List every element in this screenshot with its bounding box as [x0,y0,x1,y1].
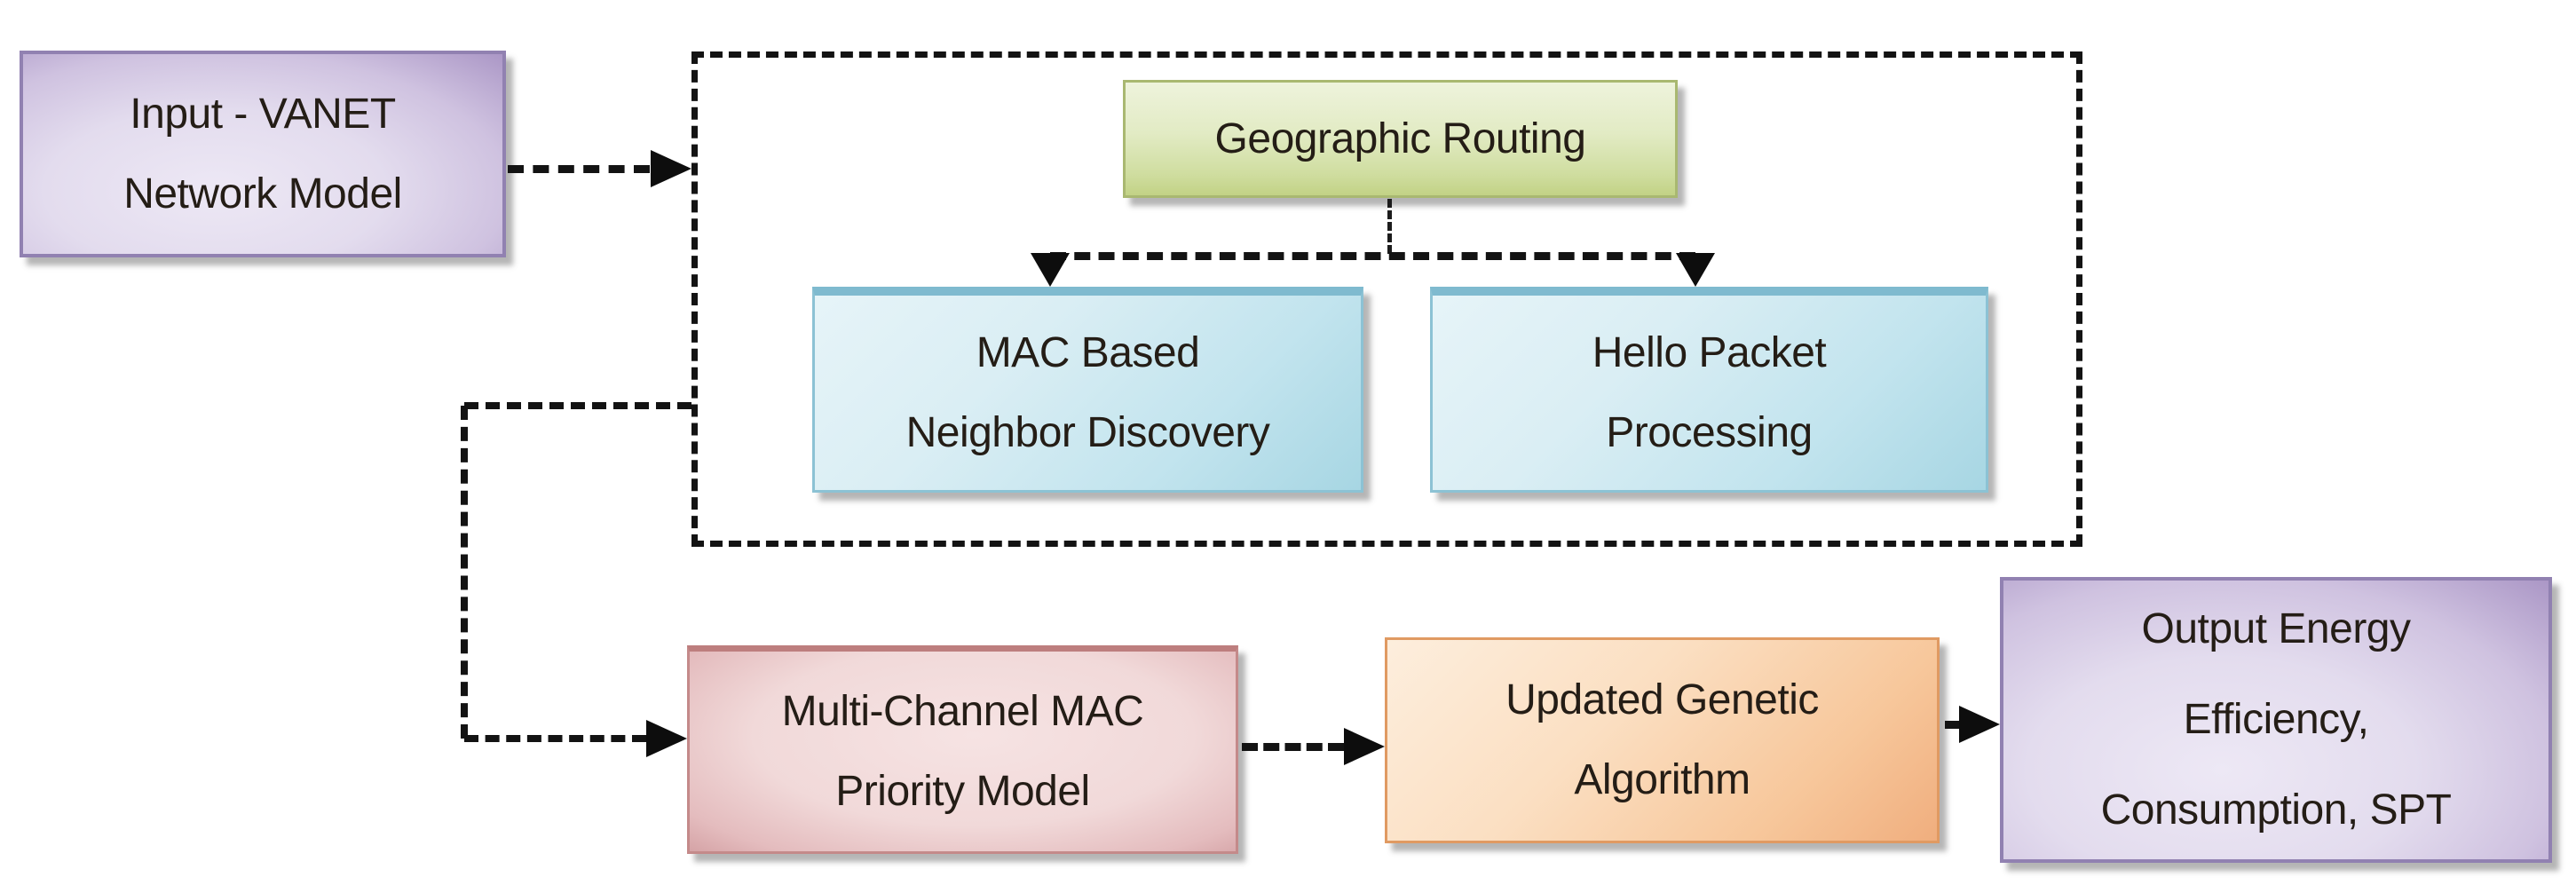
node-label-line: Algorithm [1574,756,1750,803]
node-label-line: Input - VANET [130,90,396,138]
arrow-right-icon [1344,728,1385,765]
edge-mcmac-to-uga-line [1242,743,1344,751]
arrow-down-icon [1031,253,1070,287]
node-label-line: MAC Based [976,328,1200,376]
node-label-line: Network Model [123,170,402,217]
node-hello-packet-processing: Hello Packet Processing [1430,287,1988,493]
node-label-line: Multi-Channel MAC [781,687,1144,735]
edge-uga-to-output-line [1945,721,1966,729]
edge-group-to-mcmac-bottom-line [464,735,646,742]
node-input-vanet-network-model: Input - VANET Network Model [20,51,506,257]
routing-group-frame [691,51,2082,547]
edge-geo-fanout-line [1050,252,1695,260]
node-label-line: Efficiency, [2183,696,2369,743]
node-label-line: Geographic Routing [1214,115,1586,162]
edge-input-to-group-line [508,165,650,173]
node-multi-channel-mac-priority-model: Multi-Channel MAC Priority Model [687,645,1238,854]
node-label-line: Updated Genetic [1505,676,1819,723]
node-label-line: Priority Model [835,767,1090,815]
edge-geo-stub-line [1387,199,1392,254]
node-label-line: Output Energy [2141,605,2411,652]
arrow-right-icon [1959,706,2000,743]
edge-group-to-mcmac-vertical-line [461,406,468,739]
node-label-line: Hello Packet [1592,328,1827,376]
edge-group-to-mcmac-top-line [464,402,691,409]
arrow-right-icon [646,720,687,757]
node-label-line: Neighbor Discovery [905,408,1270,456]
node-mac-based-neighbor-discovery: MAC Based Neighbor Discovery [812,287,1363,493]
node-output-energy-efficiency: Output Energy Efficiency, Consumption, S… [2000,577,2552,863]
node-updated-genetic-algorithm: Updated Genetic Algorithm [1385,637,1940,843]
arrow-right-icon [651,150,691,187]
arrow-down-icon [1676,253,1715,287]
node-label-line: Consumption, SPT [2100,786,2452,834]
node-geographic-routing: Geographic Routing [1123,80,1678,198]
node-label-line: Processing [1606,408,1813,456]
